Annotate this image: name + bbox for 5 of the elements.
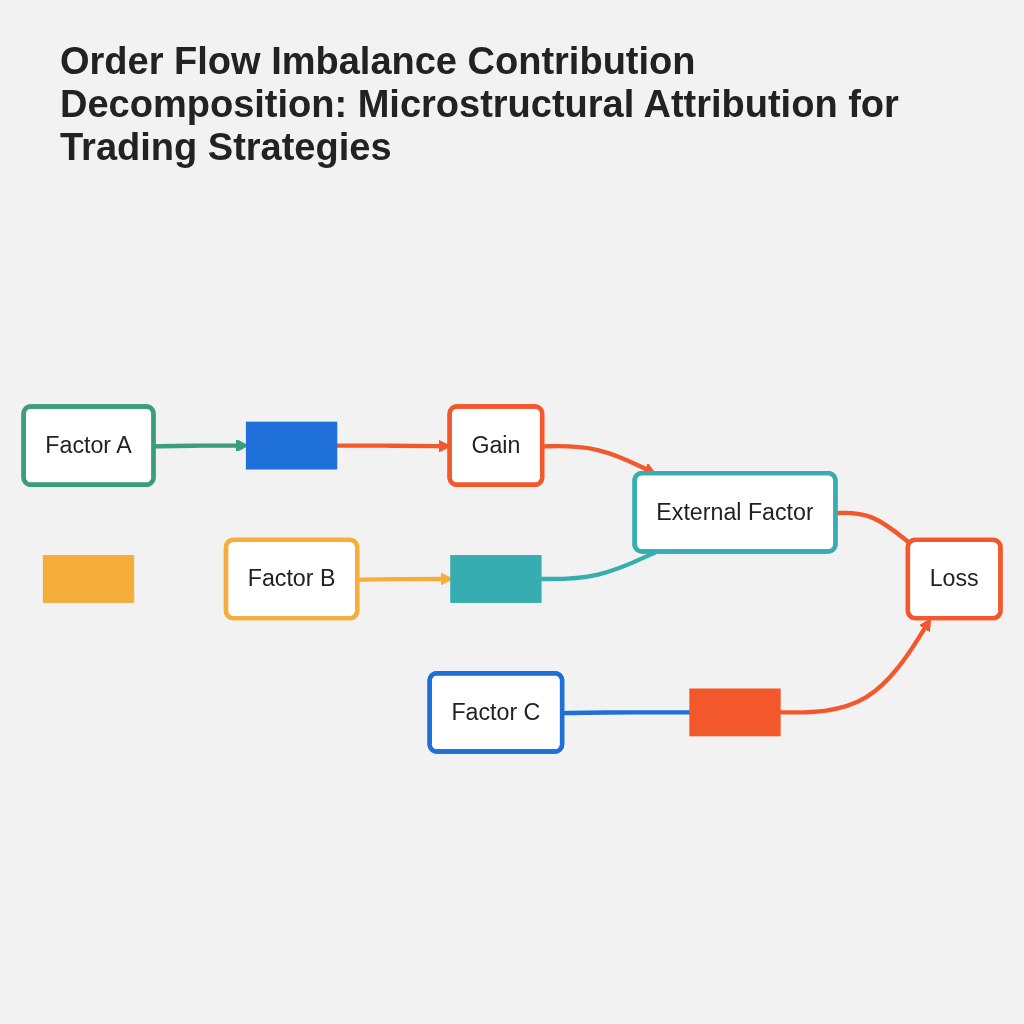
node-box — [689, 688, 781, 737]
diagram-title: Order Flow Imbalance Contribution Decomposition: Microstructural Attribution for Trading Strategies — [60, 40, 900, 169]
node-box — [42, 555, 135, 603]
node-box — [450, 555, 542, 603]
node-box — [245, 421, 338, 470]
